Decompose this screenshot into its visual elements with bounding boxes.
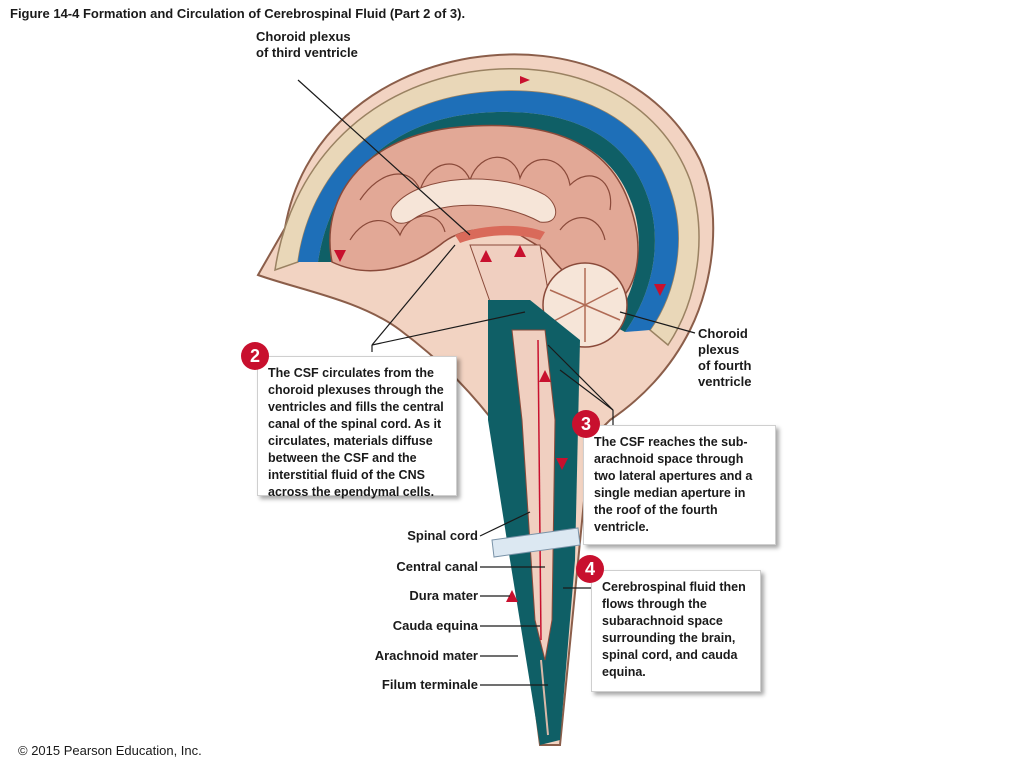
- step-4-text: Cerebrospinal fluid then flows through t…: [602, 580, 746, 679]
- section-cut: [491, 527, 581, 558]
- copyright: © 2015 Pearson Education, Inc.: [18, 743, 202, 758]
- step-2-badge: 2: [241, 342, 269, 370]
- label-spinal-cord: Spinal cord: [407, 528, 478, 543]
- subarachnoid-space: [298, 90, 679, 332]
- step-3-text: The CSF reaches the sub-arachnoid space …: [594, 435, 753, 534]
- step-3-box: The CSF reaches the sub-arachnoid space …: [583, 425, 776, 545]
- cerebrum: [329, 124, 639, 306]
- central-canal-line: [537, 339, 542, 641]
- label-line: ventricle: [698, 374, 752, 389]
- step-2-box: The CSF circulates from the choroid plex…: [257, 356, 457, 499]
- leader-lines: [297, 79, 696, 686]
- label-line: plexus: [698, 342, 740, 357]
- label-dura-mater: Dura mater: [409, 588, 478, 603]
- step-2-text: The CSF circulates from the choroid plex…: [268, 366, 444, 499]
- label-central-canal: Central canal: [396, 559, 478, 574]
- spinal-cord-shape: [511, 329, 556, 661]
- label-line: Choroid plexus: [256, 29, 351, 44]
- figure-title: Figure 14-4 Formation and Circulation of…: [10, 6, 466, 21]
- cerebellum-folia: [549, 268, 621, 342]
- label-filum-terminale: Filum terminale: [381, 677, 478, 692]
- csf-flow-arrows: [334, 76, 666, 602]
- label-choroid-plexus-third: Choroid plexus of third ventricle: [256, 29, 358, 61]
- gyri: [349, 156, 612, 241]
- label-choroid-plexus-fourth: Choroid plexus of fourth ventricle: [698, 326, 751, 390]
- label-line: of fourth: [698, 358, 752, 373]
- step-3-badge: 3: [572, 410, 600, 438]
- choroid-plexus-third: [455, 225, 545, 243]
- label-line: Choroid: [698, 326, 748, 341]
- label-cauda-equina: Cauda equina: [392, 618, 478, 633]
- label-line: of third ventricle: [256, 45, 358, 60]
- step-4-box: Cerebrospinal fluid then flows through t…: [591, 570, 761, 692]
- step-4-badge: 4: [576, 555, 604, 583]
- corpus-callosum: [390, 178, 557, 224]
- filum-line: [540, 659, 549, 736]
- label-arachnoid-mater: Arachnoid mater: [374, 648, 478, 663]
